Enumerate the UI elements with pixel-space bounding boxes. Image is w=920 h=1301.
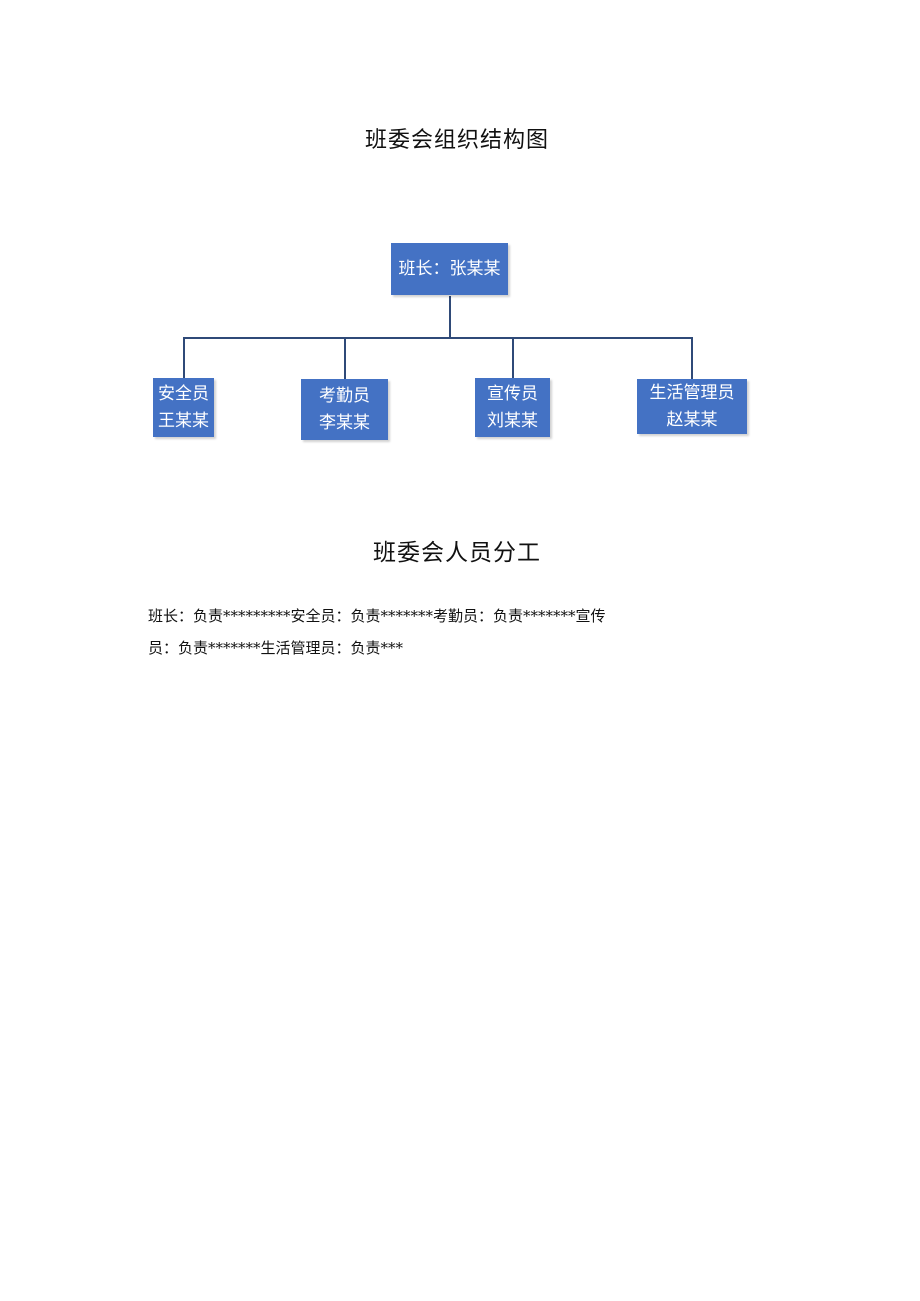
- publicity-officer-box: 宣传员 刘某某: [475, 378, 550, 437]
- page-title: 班委会组织结构图: [364, 128, 549, 153]
- connector-life-manager: [691, 337, 693, 380]
- publicity-officer-name: 刘某某: [487, 410, 538, 431]
- monitor-box: 班长：张某某: [391, 243, 508, 295]
- connector-root-vertical: [449, 296, 451, 338]
- duties-paragraph: 班长：负责*********安全员：负责*******考勤员：负责*******…: [148, 607, 606, 657]
- safety-officer-name: 王某某: [158, 410, 209, 431]
- publicity-officer-role: 宣传员: [487, 383, 538, 404]
- life-manager-name: 赵某某: [666, 409, 718, 430]
- connector-safety-officer: [183, 337, 185, 380]
- safety-officer-role: 安全员: [158, 383, 209, 404]
- attendance-officer-name: 李某某: [319, 412, 370, 433]
- connector-publicity-officer: [512, 337, 514, 380]
- monitor-label: 班长：张某某: [398, 258, 501, 279]
- life-manager-box: 生活管理员 赵某某: [637, 379, 747, 434]
- connector-attendance-officer: [344, 337, 346, 380]
- section-title: 班委会人员分工: [373, 540, 541, 566]
- attendance-officer-box: 考勤员 李某某: [301, 379, 388, 440]
- attendance-officer-role: 考勤员: [319, 385, 370, 406]
- safety-officer-box: 安全员 王某某: [153, 378, 214, 437]
- life-manager-role: 生活管理员: [649, 382, 735, 403]
- connector-horizontal: [183, 337, 693, 339]
